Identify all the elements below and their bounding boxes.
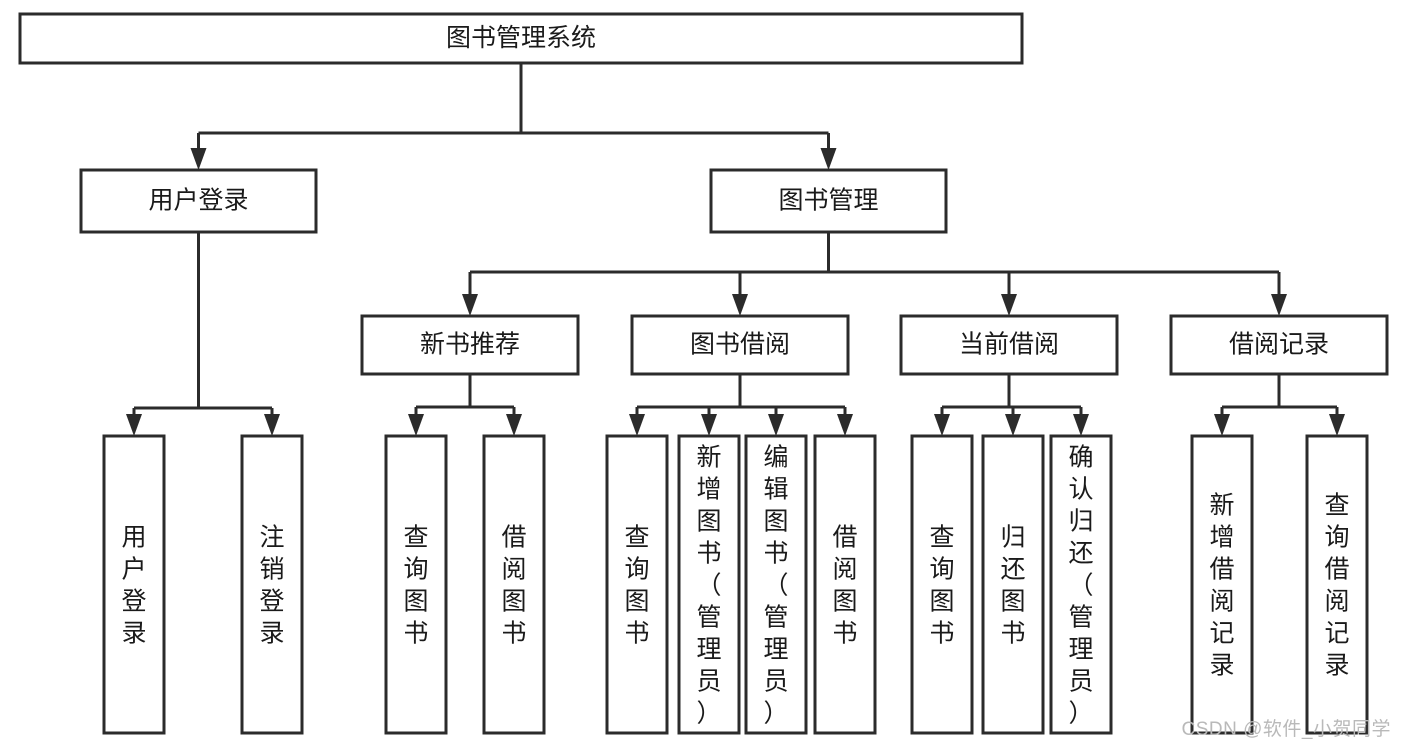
node-leaf-return-book-box[interactable] [981,434,1045,735]
node-leaf-query-book-borrow-box[interactable] [605,434,669,735]
node-leaf-add-borrow-record-box[interactable] [1190,434,1254,735]
node-leaf-query-book-current-label: 查询图书 [929,523,954,647]
node-leaf-confirm-return-box[interactable] [1049,434,1113,735]
node-leaf-user-logout-box[interactable] [240,434,304,735]
node-leaf-query-book-recommend[interactable]: 查询图书 [384,434,448,735]
node-leaf-return-book[interactable]: 归还图书 [981,434,1045,735]
node-leaf-add-book[interactable]: 新增图书（管理员） [677,434,741,735]
node-leaf-add-borrow-record[interactable]: 新增借阅记录 [1190,434,1254,735]
csdn-watermark: CSDN @软件_小贺同学 [1181,719,1391,740]
edge-arrowhead-icon [1005,414,1021,436]
node-borrow-record-label: 借阅记录 [1229,331,1329,359]
node-book-borrow[interactable]: 图书借阅 [630,314,850,376]
node-leaf-query-book-current-box[interactable] [910,434,974,735]
node-leaf-query-book-borrow[interactable]: 查询图书 [605,434,669,735]
node-leaf-query-borrow-record-label: 查询借阅记录 [1324,491,1349,679]
node-leaf-user-logout[interactable]: 注销登录 [240,434,304,735]
edge-arrowhead-icon [506,414,522,436]
node-leaf-add-book-label: 新增图书（管理员） [696,443,721,727]
edge-arrowhead-icon [1214,414,1230,436]
node-root-book-management-system-box[interactable] [18,12,1024,65]
node-leaf-query-borrow-record[interactable]: 查询借阅记录 [1305,434,1369,735]
edge-arrowhead-icon [1073,414,1089,436]
node-leaf-query-book-current[interactable]: 查询图书 [910,434,974,735]
edge-arrowhead-icon [462,294,478,316]
edge-arrowhead-icon [408,414,424,436]
connector-edges-layer [126,63,1345,436]
node-leaf-query-book-recommend-box[interactable] [384,434,448,735]
edge-arrowhead-icon [1271,294,1287,316]
node-user-login-box[interactable] [79,168,318,234]
node-book-management-box[interactable] [709,168,948,234]
node-leaf-edit-book-box[interactable] [744,434,808,735]
node-leaf-borrow-book[interactable]: 借阅图书 [813,434,877,735]
node-leaf-query-book-borrow-label: 查询图书 [624,523,649,647]
node-leaf-query-book-recommend-label: 查询图书 [403,523,428,647]
edge-arrowhead-icon [1001,294,1017,316]
node-new-book-recommend-label: 新书推荐 [420,331,520,359]
node-borrow-record-box[interactable] [1169,314,1389,376]
node-leaf-borrow-book-label: 借阅图书 [832,523,857,647]
node-book-borrow-box[interactable] [630,314,850,376]
node-borrow-record[interactable]: 借阅记录 [1169,314,1389,376]
edge-arrowhead-icon [837,414,853,436]
node-leaf-return-book-label: 归还图书 [1000,523,1025,647]
node-new-book-recommend-box[interactable] [360,314,580,376]
node-leaf-user-login-box[interactable] [102,434,166,735]
edge-arrowhead-icon [701,414,717,436]
node-leaf-edit-book[interactable]: 编辑图书（管理员） [744,434,808,735]
node-user-login[interactable]: 用户登录 [79,168,318,234]
node-leaf-borrow-book-recommend-box[interactable] [482,434,546,735]
node-leaf-add-book-box[interactable] [677,434,741,735]
edge-arrowhead-icon [1329,414,1345,436]
node-book-borrow-label: 图书借阅 [690,331,790,359]
node-leaf-confirm-return[interactable]: 确认归还（管理员） [1049,434,1113,735]
node-book-management-label: 图书管理 [778,187,878,215]
node-leaf-confirm-return-label: 确认归还（管理员） [1068,443,1093,727]
node-leaf-user-login-label: 用户登录 [121,523,146,647]
edge-arrowhead-icon [126,414,142,436]
node-boxes-layer: 图书管理系统用户登录图书管理新书推荐图书借阅当前借阅借阅记录用户登录注销登录查询… [18,12,1389,735]
node-root-book-management-system[interactable]: 图书管理系统 [18,12,1024,65]
edge-arrowhead-icon [732,294,748,316]
edge-arrowhead-icon [768,414,784,436]
edge-arrowhead-icon [264,414,280,436]
edge-arrowhead-icon [629,414,645,436]
node-leaf-borrow-book-recommend[interactable]: 借阅图书 [482,434,546,735]
edge-arrowhead-icon [820,148,837,170]
node-leaf-borrow-book-box[interactable] [813,434,877,735]
node-leaf-borrow-book-recommend-label: 借阅图书 [501,523,526,647]
node-current-borrow-label: 当前借阅 [959,331,1059,359]
edge-arrowhead-icon [190,148,207,170]
node-leaf-user-login[interactable]: 用户登录 [102,434,166,735]
node-leaf-edit-book-label: 编辑图书（管理员） [763,443,788,727]
node-current-borrow[interactable]: 当前借阅 [899,314,1119,376]
node-root-book-management-system-label: 图书管理系统 [446,24,596,52]
node-user-login-label: 用户登录 [148,187,248,215]
node-book-management[interactable]: 图书管理 [709,168,948,234]
node-new-book-recommend[interactable]: 新书推荐 [360,314,580,376]
node-current-borrow-box[interactable] [899,314,1119,376]
node-leaf-add-borrow-record-label: 新增借阅记录 [1209,491,1234,679]
edge-arrowhead-icon [934,414,950,436]
node-leaf-user-logout-label: 注销登录 [259,523,284,647]
node-leaf-query-borrow-record-box[interactable] [1305,434,1369,735]
